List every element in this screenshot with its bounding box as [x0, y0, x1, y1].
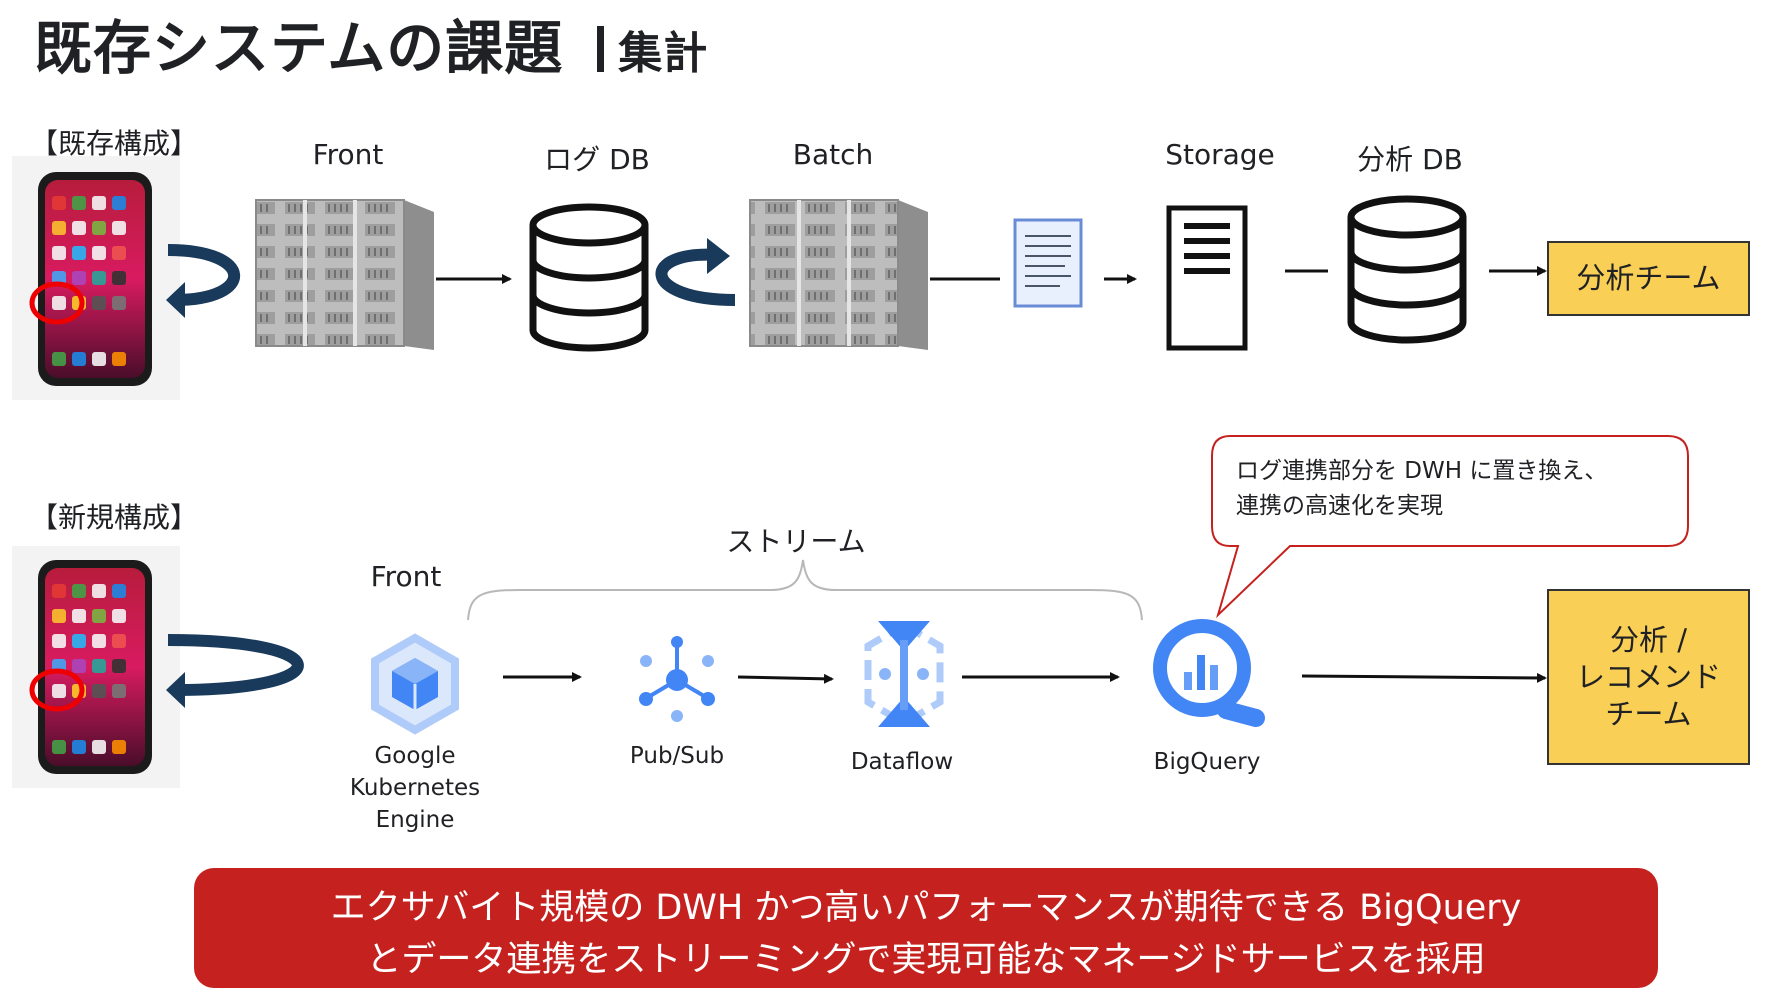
front-server-icon [255, 199, 434, 350]
banner-line2: とデータ連携をストリーミングで実現可能なマネージドサービスを採用 [366, 940, 1486, 980]
analysis-team-label: 分析チーム [1576, 261, 1721, 295]
callout-text: ログ連携部分を DWH に置き換え、 連携の高速化を実現 [1236, 454, 1676, 524]
label-new-front: Front [370, 560, 442, 593]
label-analysis-db: 分析 DB [1357, 143, 1463, 176]
smartphone-icon [12, 156, 180, 400]
arrow-bigquery-to-team [1301, 672, 1547, 683]
section-label-new: 【新規構成】 [30, 501, 199, 534]
label-storage: Storage [1165, 138, 1275, 171]
curved-return-arrow [167, 634, 304, 696]
recommend-team-line3: チーム [1605, 696, 1692, 731]
callout-bubble [1211, 435, 1689, 619]
curved-return-arrow [167, 244, 241, 306]
kubernetes-engine-icon [371, 633, 459, 735]
label-dataflow: Dataflow [850, 749, 954, 775]
storage-icon [1166, 205, 1248, 351]
analysis-db-icon [1347, 195, 1467, 344]
section-label-existing: 【既存構成】 [30, 127, 199, 160]
title-main: 既存システムの課題 [34, 14, 564, 82]
log-db-icon [529, 203, 649, 352]
title-separator [597, 26, 605, 72]
label-bigquery: BigQuery [1153, 749, 1261, 775]
label-gke-line1: Google [374, 743, 456, 769]
title-sub: 集計 [618, 28, 709, 79]
label-front: Front [312, 138, 384, 171]
label-pubsub: Pub/Sub [629, 743, 725, 769]
label-batch: Batch [792, 138, 874, 171]
label-stream: ストリーム [726, 525, 866, 558]
label-gke: Google Kubernetes Engine [350, 740, 480, 836]
recommend-team-line1: 分析 / [1610, 622, 1687, 657]
bigquery-icon [1153, 619, 1265, 727]
label-gke-line2: Kubernetes [349, 775, 481, 801]
summary-banner: エクサバイト規模の DWH かつ高いパフォーマンスが期待できる BigQuery… [194, 868, 1658, 988]
smartphone-icon [12, 546, 180, 788]
banner-line1: エクサバイト規模の DWH かつ高いパフォーマンスが期待できる BigQuery [330, 888, 1522, 928]
page-title: 既存システムの課題 集計 [34, 8, 708, 94]
recommend-team-box: 分析 / レコメンド チーム [1547, 589, 1750, 765]
recommend-team-line2: レコメンド [1575, 659, 1721, 694]
analysis-team-box: 分析チーム [1547, 241, 1750, 316]
label-log-db: ログ DB [544, 143, 650, 176]
pubsub-icon [639, 636, 715, 722]
document-icon [1013, 218, 1083, 308]
batch-server-icon [749, 199, 928, 350]
label-gke-line3: Engine [375, 807, 455, 833]
dataflow-icon [864, 620, 944, 728]
curved-batch-arrow [655, 248, 736, 306]
stream-brace [467, 559, 1143, 621]
arrow-pubsub-to-dataflow [737, 673, 834, 684]
callout-line2: 連携の高速化を実現 [1236, 493, 1443, 519]
callout-line1: ログ連携部分を DWH に置き換え、 [1236, 458, 1608, 484]
